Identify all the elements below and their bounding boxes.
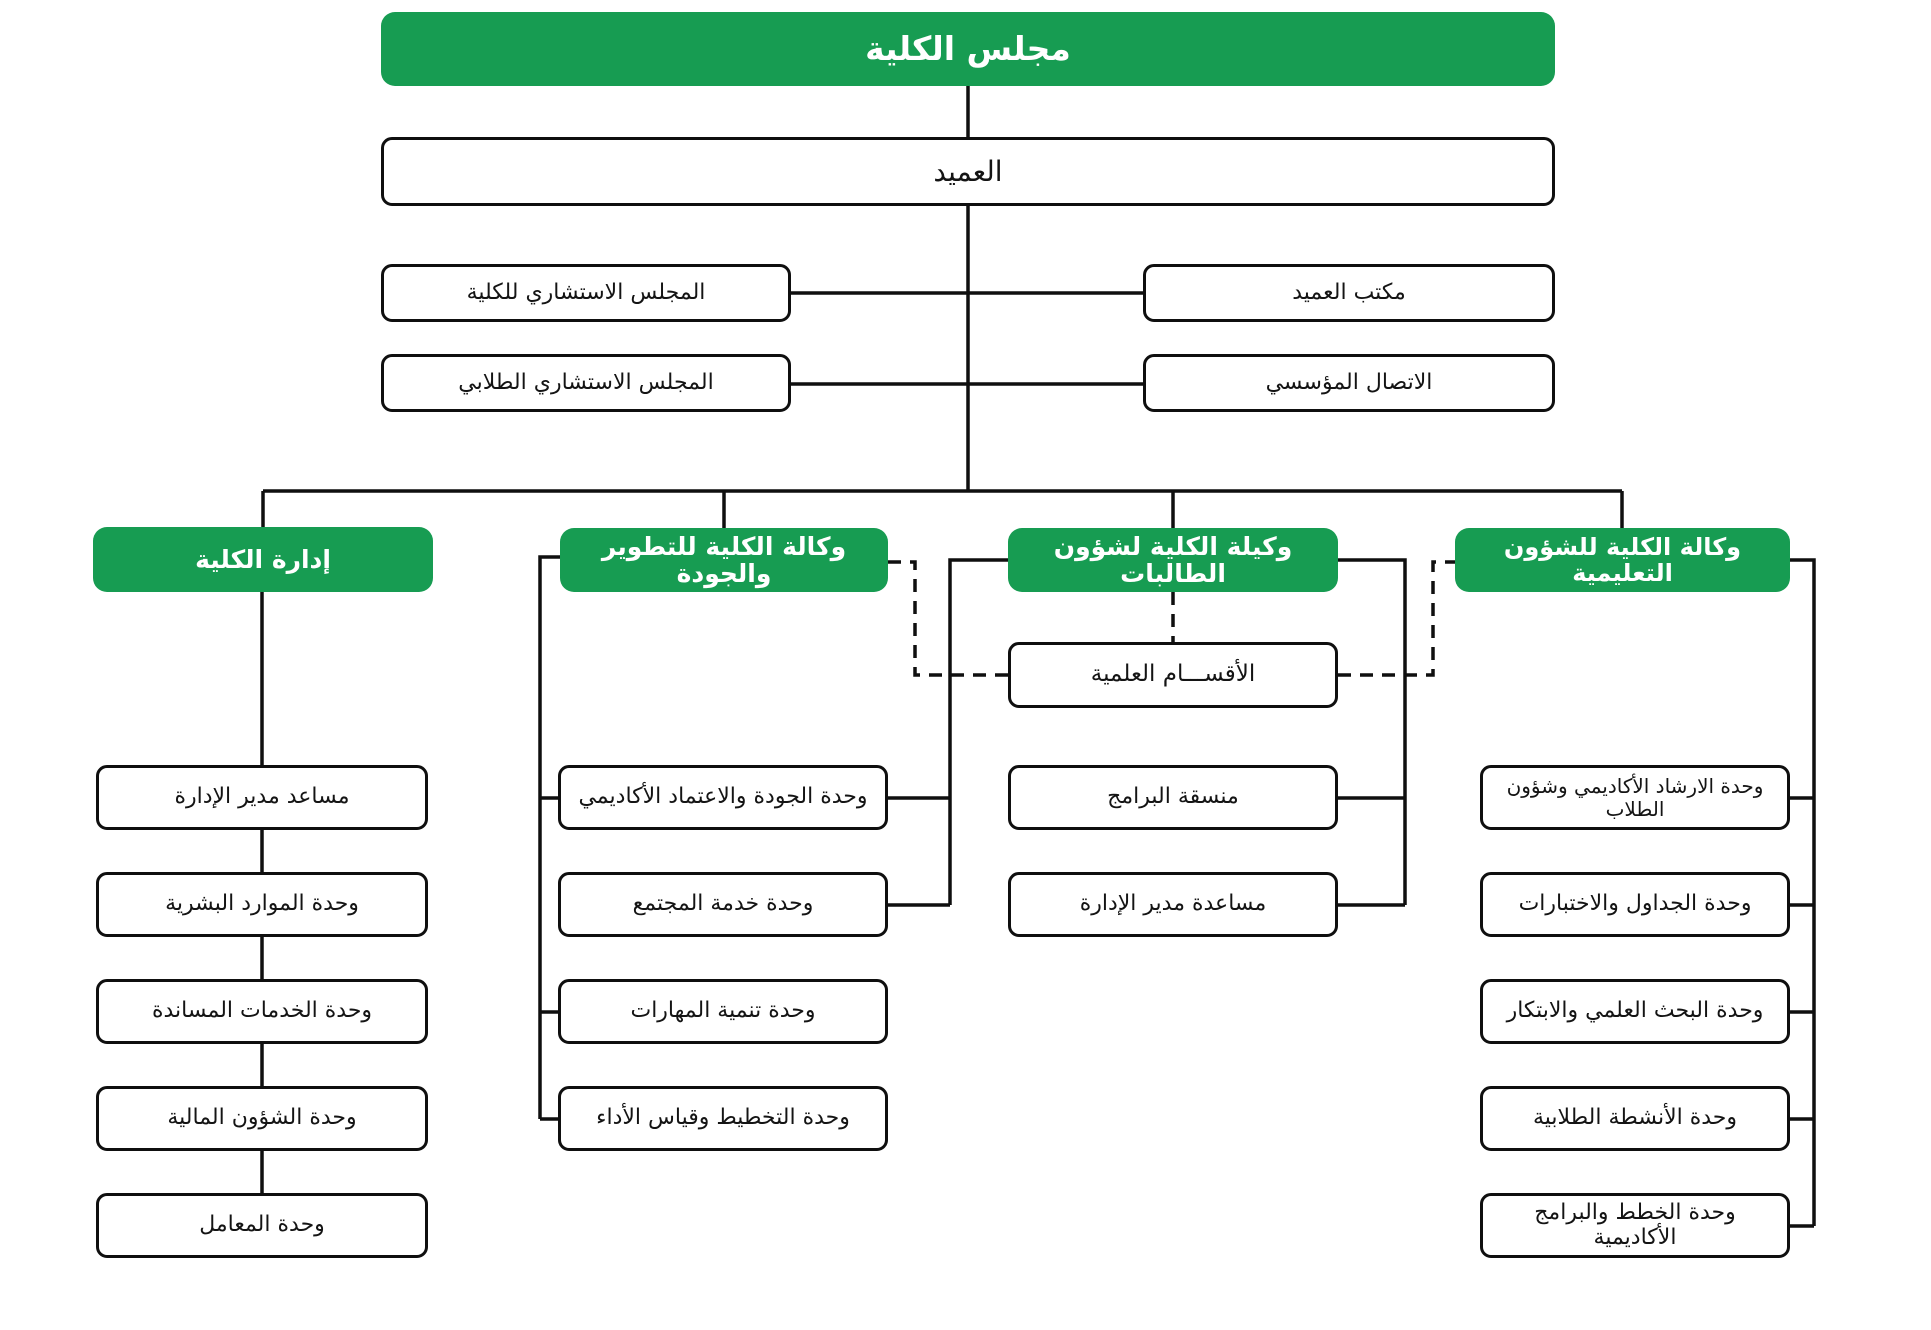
college-council-box: مجلس الكلية (381, 12, 1555, 86)
unit-box-admin-assistant-director: مساعد مدير الإدارة (96, 765, 428, 830)
unit-box-student-activities: وحدة الأنشطة الطلابية (1480, 1086, 1790, 1151)
dashed-departments-educational (1338, 560, 1455, 677)
unit-box-planning-performance: وحدة التخطيط وقياس الأداء (558, 1086, 888, 1151)
unit-box-quality-accreditation: وحدة الجودة والاعتماد الأكاديمي (558, 765, 888, 830)
unit-box-programs-coordinator: منسقة البرامج (1008, 765, 1338, 830)
branch-header-educational-affairs: وكالة الكلية للشؤون التعليمية (1455, 528, 1790, 592)
unit-box-schedules-exams: وحدة الجداول والاختبارات (1480, 872, 1790, 937)
line-educational-spine (1790, 558, 1816, 1228)
unit-box-admin-assistant-director-female: مساعدة مدير الإدارة (1008, 872, 1338, 937)
branch-header-college-administration: إدارة الكلية (93, 527, 433, 592)
unit-box-plans-academic-programs: وحدة الخطط والبرامج الأكاديمية (1480, 1193, 1790, 1258)
line-dev-quality-right-spine (888, 558, 1008, 907)
unit-box-scientific-research-innovation: وحدة البحث العلمي والابتكار (1480, 979, 1790, 1044)
unit-box-skills-development: وحدة تنمية المهارات (558, 979, 888, 1044)
unit-box-financial-affairs: وحدة الشؤون المالية (96, 1086, 428, 1151)
line-dev-quality-left-spine (538, 555, 560, 1121)
unit-box-support-services: وحدة الخدمات المساندة (96, 979, 428, 1044)
unit-box-community-service: وحدة خدمة المجتمع (558, 872, 888, 937)
unit-box-human-resources: وحدة الموارد البشرية (96, 872, 428, 937)
branch-header-development-quality: وكالة الكلية للتطوير والجودة (560, 528, 888, 592)
line-female-students-spine (1338, 558, 1407, 907)
unit-box-laboratories: وحدة المعامل (96, 1193, 428, 1258)
branch-header-female-students-affairs: وكيلة الكلية لشؤون الطالبات (1008, 528, 1338, 592)
scientific-departments-box: الأقســـام العلمية (1008, 642, 1338, 708)
institutional-communication-box: الاتصال المؤسسي (1143, 354, 1555, 412)
dean-box: العميد (381, 137, 1555, 206)
dean-office-box: مكتب العميد (1143, 264, 1555, 322)
college-advisory-council-box: المجلس الاستشاري للكلية (381, 264, 791, 322)
dashed-dev-quality-departments (888, 560, 1008, 677)
student-advisory-council-box: المجلس الاستشاري الطلابي (381, 354, 791, 412)
unit-box-academic-advising-student-affairs: وحدة الارشاد الأكاديمي وشؤون الطلاب (1480, 765, 1790, 830)
